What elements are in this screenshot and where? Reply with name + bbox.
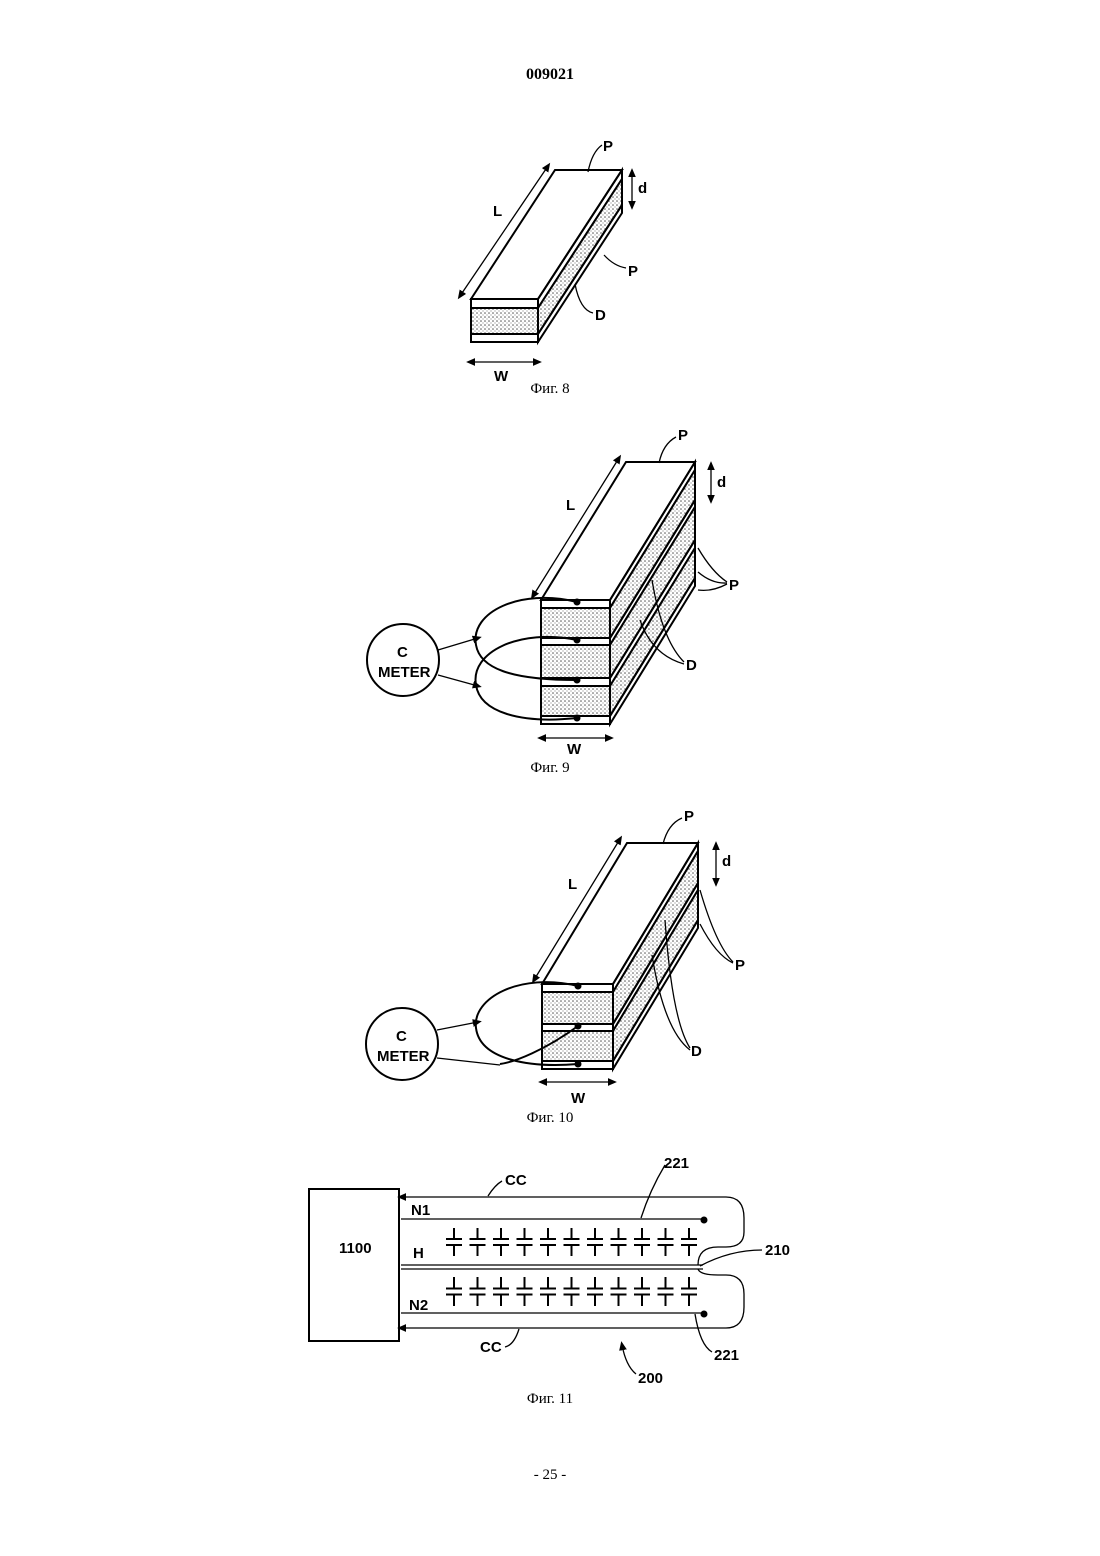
fig11-ref-221-top: 221 bbox=[664, 1155, 689, 1172]
fig11-capacitor-row-bottom bbox=[446, 1277, 697, 1306]
figure-8-diagram: L W d P P D bbox=[0, 130, 1100, 390]
page-footer: - 25 - bbox=[0, 1467, 1100, 1484]
fig11-h-label: H bbox=[413, 1245, 424, 1262]
fig10-top-plate-label: P bbox=[684, 808, 694, 825]
fig9-length-label: L bbox=[566, 497, 575, 514]
fig11-ref-210: 210 bbox=[765, 1242, 790, 1259]
fig9-meter-label-meter: METER bbox=[378, 664, 431, 681]
capacitor-symbol bbox=[446, 1228, 462, 1256]
capacitor-symbol bbox=[493, 1228, 509, 1256]
capacitor-symbol bbox=[658, 1277, 674, 1306]
capacitor-symbol bbox=[493, 1277, 509, 1306]
fig10-meter-label-c: C bbox=[396, 1028, 407, 1045]
fig10-thickness-label: d bbox=[722, 853, 731, 870]
capacitor-symbol bbox=[517, 1228, 533, 1256]
capacitor-symbol bbox=[611, 1277, 627, 1306]
fig9-thickness-label: d bbox=[717, 474, 726, 491]
fig9-dielectric-label: D bbox=[686, 657, 697, 674]
capacitor-symbol bbox=[587, 1277, 603, 1306]
capacitor-symbol bbox=[658, 1228, 674, 1256]
fig9-plates-label: P bbox=[729, 577, 739, 594]
figure-11-caption: Фиг. 11 bbox=[0, 1391, 1100, 1408]
capacitor-symbol bbox=[517, 1277, 533, 1306]
fig10-plates-label: P bbox=[735, 957, 745, 974]
capacitor-symbol bbox=[681, 1277, 697, 1306]
fig11-ref-221-bottom: 221 bbox=[714, 1347, 739, 1364]
capacitor-symbol bbox=[540, 1228, 556, 1256]
fig11-unit-label: 1100 bbox=[339, 1240, 372, 1257]
figure-9-caption: Фиг. 9 bbox=[0, 760, 1100, 777]
figure-10-diagram: C METER L W d P P D bbox=[0, 800, 1100, 1110]
fig11-ref-200: 200 bbox=[638, 1370, 663, 1387]
fig11-n2-label: N2 bbox=[409, 1297, 428, 1314]
capacitor-symbol bbox=[681, 1228, 697, 1256]
patent-number: 009021 bbox=[0, 66, 1100, 84]
fig11-capacitor-row-top bbox=[446, 1228, 697, 1256]
fig11-n1-label: N1 bbox=[411, 1202, 430, 1219]
fig11-cc-bottom-label: CC bbox=[480, 1339, 502, 1356]
figure-11-diagram: 1100 N1 H N2 CC CC 221 221 210 200 bbox=[0, 1150, 1100, 1390]
capacitor-symbol bbox=[587, 1228, 603, 1256]
capacitor-symbol bbox=[470, 1277, 486, 1306]
capacitor-symbol bbox=[634, 1277, 650, 1306]
capacitor-symbol bbox=[564, 1228, 580, 1256]
figure-10-caption: Фиг. 10 bbox=[0, 1110, 1100, 1127]
fig11-cc-top-label: CC bbox=[505, 1172, 527, 1189]
capacitor-symbol bbox=[540, 1277, 556, 1306]
capacitor-symbol bbox=[634, 1228, 650, 1256]
capacitor-symbol bbox=[564, 1277, 580, 1306]
fig9-width-label: W bbox=[567, 741, 582, 758]
fig8-dielectric-label: D bbox=[595, 307, 606, 324]
capacitor-symbol bbox=[446, 1277, 462, 1306]
capacitor-symbol bbox=[470, 1228, 486, 1256]
figure-8-caption: Фиг. 8 bbox=[0, 381, 1100, 398]
fig8-thickness-label: d bbox=[638, 180, 647, 197]
fig10-meter-label-meter: METER bbox=[377, 1048, 430, 1065]
fig8-bottom-plate-label: P bbox=[628, 263, 638, 280]
fig10-dielectric-label: D bbox=[691, 1043, 702, 1060]
capacitor-symbol bbox=[611, 1228, 627, 1256]
fig9-top-plate-label: P bbox=[678, 427, 688, 444]
figure-9-diagram: C METER L W d P P D bbox=[0, 420, 1100, 760]
fig9-meter-label-c: C bbox=[397, 644, 408, 661]
fig10-length-label: L bbox=[568, 876, 577, 893]
fig10-width-label: W bbox=[571, 1090, 586, 1107]
fig8-length-label: L bbox=[493, 203, 502, 220]
fig8-top-plate-label: P bbox=[603, 138, 613, 155]
